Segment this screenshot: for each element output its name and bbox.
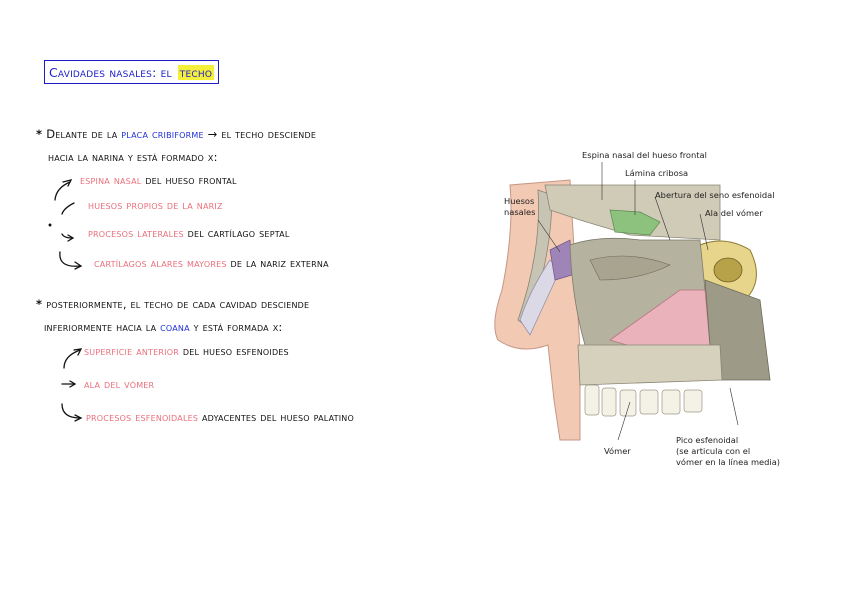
placa-cribiforme-term: placa cribiforme [121,127,204,141]
section2-intro-line2: inferiormente hacia la coana y está form… [44,320,282,334]
label-huesos-1: Huesos [504,196,535,206]
bullet-marker: * [36,127,43,141]
label-vomer: Vómer [604,446,631,456]
label-espina-nasal: Espina nasal del hueso frontal [582,150,707,160]
item-term: superficie anterior [84,344,179,358]
section2-item-3: procesos esfenoidales adyacentes del hue… [86,410,354,424]
item-term: huesos propios de la nariz [88,198,223,212]
intro-text: inferiormente hacia la [44,320,157,334]
intro-text: posteriormente, el techo de cada cavidad… [46,297,310,311]
page-title: Cavidades nasales: el techo [44,60,220,84]
label-pico-1: Pico esfenoidal [676,435,739,445]
item-rest: del hueso esfenoides [182,344,289,358]
item-rest: del hueso frontal [145,173,237,187]
label-pico-2: (se articula con el [676,446,751,456]
nasal-anatomy-drawing [494,162,771,441]
label-pico-3: vómer en la línea media) [676,457,781,467]
section2-intro-line1: *posteriormente, el techo de cada cavida… [36,297,309,311]
item-rest: del cartílago septal [187,226,290,240]
item-term: ala del vómer [84,377,155,391]
section1-item-2: huesos propios de la nariz [88,198,223,212]
section2-item-1: superficie anterior del hueso esfenoides [84,344,289,358]
section1-item-3: procesos laterales del cartílago septal [88,226,290,240]
section1-item-1: espina nasal del hueso frontal [80,173,237,187]
label-lamina-cribosa: Lámina cribosa [625,168,689,178]
title-highlight: techo [177,64,215,80]
label-ala-vomer: Ala del vómer [705,208,763,218]
intro-text: Delante de la [46,127,118,141]
item-term: procesos esfenoidales [86,410,199,424]
item-term: espina nasal [80,173,142,187]
coana-term: coana [160,320,190,334]
item-rest: de la nariz externa [230,256,329,270]
intro-text-b: y está formada x: [193,320,283,334]
section1-intro-line2: hacia la narina y está formado x: [48,150,218,164]
section1-item-4: cartílagos alares mayores de la nariz ex… [94,256,329,270]
label-abertura-seno: Abertura del seno esfenoidal [655,190,775,200]
section1-intro-line1: *Delante de la placa cribiforme → el tec… [36,127,316,141]
item-term: procesos laterales [88,226,184,240]
title-main: Cavidades nasales: el [49,64,172,80]
section2-item-2: ala del vómer [84,377,154,391]
bullet-marker: * [36,297,43,311]
intro-text-b: → el techo desciende [207,127,317,141]
nasal-cavity-illustration: Espina nasal del hueso frontal Lámina cr… [490,140,810,480]
item-rest: adyacentes del hueso palatino [202,410,354,424]
item-term: cartílagos alares mayores [94,256,227,270]
label-huesos-2: nasales [504,207,536,217]
